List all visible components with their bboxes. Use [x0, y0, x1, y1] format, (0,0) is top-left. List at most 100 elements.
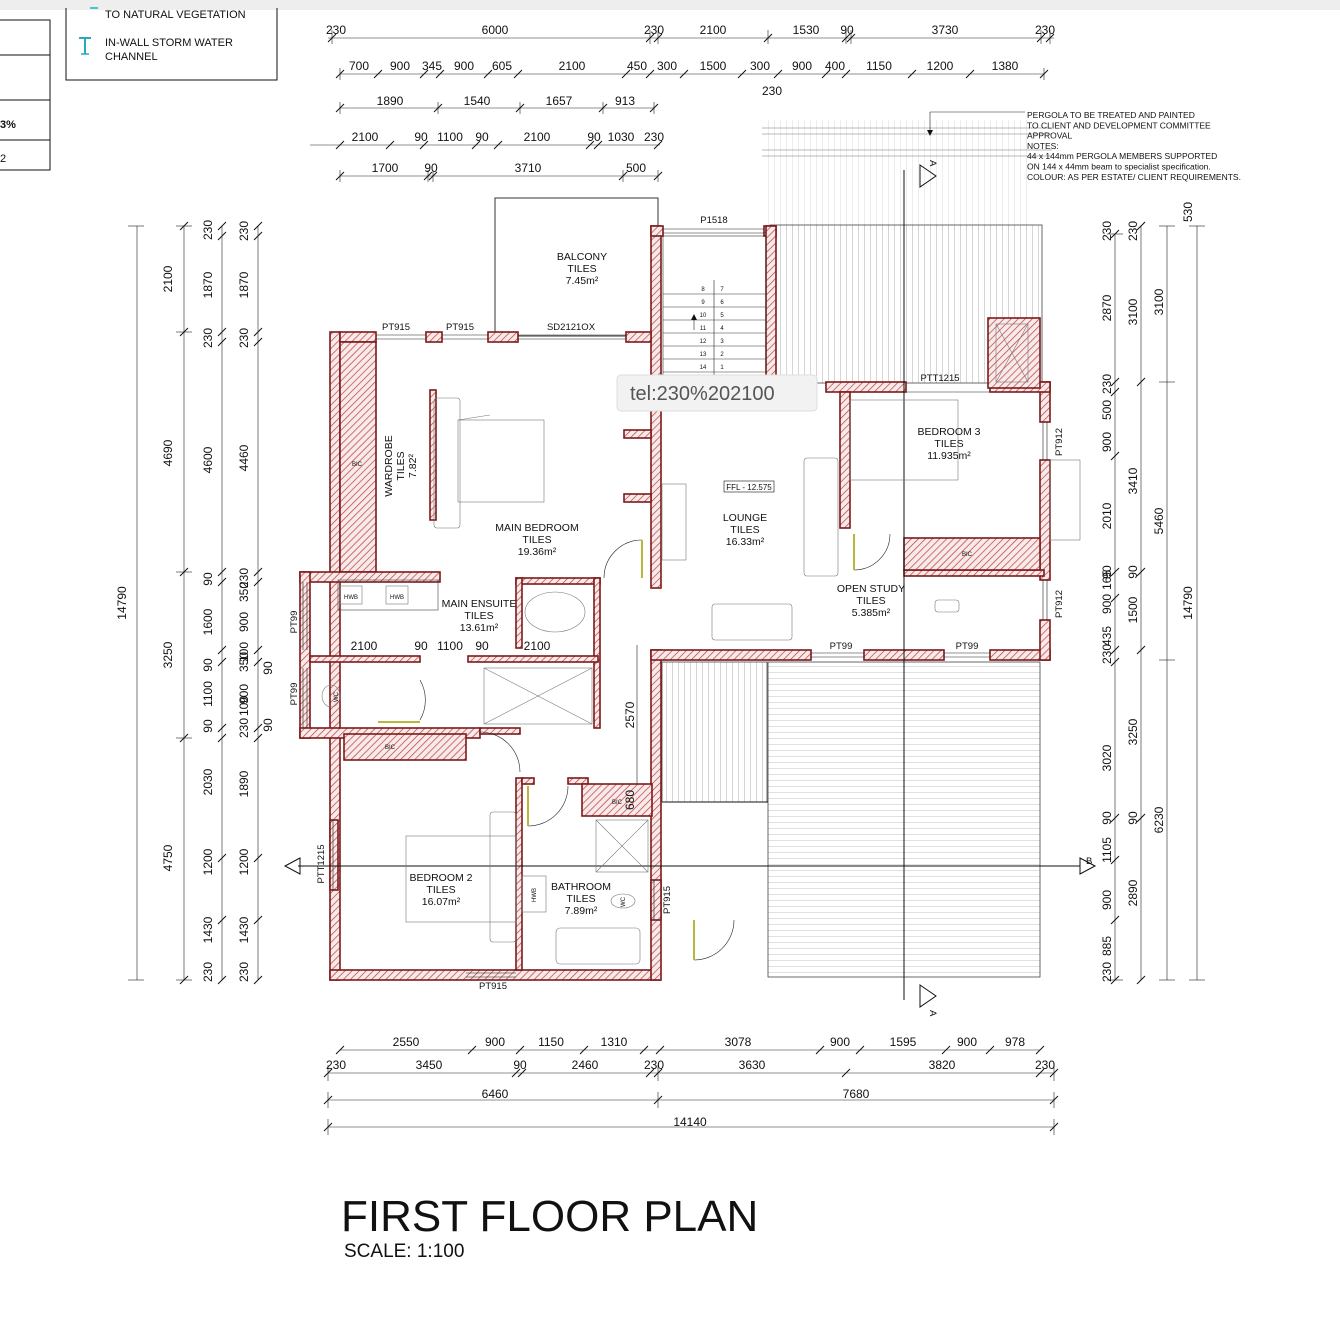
dimension-label: 230 — [326, 1058, 346, 1072]
left-frag1: 3% — [0, 119, 16, 131]
dimension-tick — [217, 645, 227, 655]
dimension-tick — [515, 103, 525, 113]
legend-row2-line2: CHANNEL — [105, 51, 158, 63]
dimension-tick — [511, 1068, 521, 1078]
tooltip-text: tel:230%202100 — [630, 383, 775, 405]
dimension-label: 1200 — [927, 59, 954, 73]
page-top-edge — [0, 0, 1340, 10]
dimension-tick — [763, 33, 773, 43]
dimension-label: 885 — [1100, 936, 1114, 956]
dimension-label: 3100 — [1126, 298, 1140, 325]
dimension-tick — [1110, 593, 1120, 603]
pt915-label-v: PT915 — [662, 886, 673, 914]
dimension-label: 2100 — [351, 639, 378, 653]
dimension-label: 2100 — [352, 130, 379, 144]
svg-text:19.36m²: 19.36m² — [518, 546, 557, 558]
dimension-tick — [467, 1045, 477, 1055]
dimension-tick — [1136, 221, 1146, 231]
opening-labels: FFL - 12.575 P1518 PT915 PT915 SD2121OX … — [289, 160, 1092, 1017]
dimension-label: 900 — [1100, 432, 1114, 452]
svg-text:TILES: TILES — [426, 884, 455, 896]
section-b-label: B — [1086, 856, 1092, 867]
svg-text:TILES: TILES — [566, 893, 595, 905]
dimension-tick — [253, 915, 263, 925]
dimension-label: 3100 — [1152, 288, 1166, 315]
stair-number: 9 — [701, 300, 705, 306]
svg-text:OPEN STUDY: OPEN STUDY — [837, 583, 905, 595]
svg-text:WARDROBE: WARDROBE — [383, 435, 395, 496]
stair-number: 14 — [700, 365, 707, 371]
dimension-label: 900 — [1100, 594, 1114, 614]
dimension-tick — [1110, 377, 1120, 387]
dimension-tick — [621, 69, 631, 79]
dimension-label: 1530 — [793, 23, 820, 37]
dimension-lines — [128, 30, 1205, 1135]
dimension-label: 3450 — [416, 1058, 443, 1072]
dimension-label: 300 — [657, 59, 677, 73]
dimension-label: 978 — [1005, 1035, 1025, 1049]
dimension-label: 913 — [615, 94, 635, 108]
doors — [378, 533, 891, 961]
svg-text:7.82²: 7.82² — [407, 454, 419, 478]
pergola-note-line: ON 144 x 44mm beam to specialist specifi… — [1027, 162, 1211, 172]
dimension-tick — [639, 1045, 649, 1055]
pt99-label-v1: PT99 — [289, 611, 300, 634]
dimension-label: 900 — [957, 1035, 977, 1049]
dimension-label: 2030 — [201, 768, 215, 795]
dimension-label: 900 — [237, 612, 251, 632]
dimension-label: 230 — [644, 23, 664, 37]
dimension-label: 350 — [237, 652, 251, 672]
dimension-label: 230 — [1100, 221, 1114, 241]
bic-label-4: BIC — [612, 800, 623, 806]
dimension-label: 90 — [1126, 565, 1140, 579]
dimension-tick — [1110, 855, 1120, 865]
dimension-tick — [579, 1045, 589, 1055]
dimension-label: 2100 — [524, 639, 551, 653]
dimension-tick — [515, 1045, 525, 1055]
dimension-tick — [428, 171, 438, 181]
dimension-tick — [965, 69, 975, 79]
dimension-tick — [653, 171, 663, 181]
dimension-label: 4600 — [201, 446, 215, 473]
dimension-label: 3820 — [929, 1058, 956, 1072]
stair-number: 10 — [700, 313, 707, 319]
dimension-tick — [217, 733, 227, 743]
dimension-tick — [1035, 1068, 1045, 1078]
dimension-tick — [517, 1068, 527, 1078]
pt99-label-v2: PT99 — [289, 683, 300, 706]
pt915-label-1: PT915 — [382, 322, 410, 333]
dimension-label: 2570 — [623, 701, 637, 728]
dimension-tick — [1136, 377, 1146, 387]
dimension-label: 230 — [1100, 962, 1114, 982]
dimension-tick — [327, 33, 337, 43]
dimension-label: 500 — [626, 161, 646, 175]
dimension-label: 1150 — [538, 1035, 564, 1049]
section-a-label-bottom: A — [927, 1010, 938, 1017]
dimension-label: 3078 — [725, 1035, 752, 1049]
hwb-label-2: HWB — [390, 595, 404, 601]
svg-text:7.89m²: 7.89m² — [565, 905, 598, 917]
dimension-tick — [493, 140, 503, 150]
dimension-tick — [217, 723, 227, 733]
dimension-label: 3730 — [932, 23, 959, 37]
phone-link-tooltip[interactable]: tel:230%202100 — [616, 374, 818, 412]
pt912-label-1: PT912 — [1054, 428, 1065, 456]
dimension-label: 1890 — [237, 770, 251, 797]
hwb-label-3: HWB — [532, 888, 538, 902]
dimension-label: 4690 — [161, 439, 175, 466]
dimension-tick — [1110, 975, 1120, 985]
deck-areas — [661, 661, 1041, 978]
dimension-tick — [645, 69, 655, 79]
svg-text:13.61m²: 13.61m² — [460, 622, 499, 634]
dimension-label: 1540 — [464, 94, 491, 108]
dimension-label: 530 — [1181, 202, 1195, 222]
dimension-label: 5460 — [1152, 507, 1166, 534]
svg-text:11.935m²: 11.935m² — [927, 450, 971, 462]
dimension-label: 3710 — [515, 161, 542, 175]
dimension-label: 90 — [414, 130, 428, 144]
dimension-label: 230 — [237, 962, 251, 982]
furniture — [321, 323, 1081, 965]
dimension-label: 90 — [475, 639, 489, 653]
dimension-tick — [217, 657, 227, 667]
